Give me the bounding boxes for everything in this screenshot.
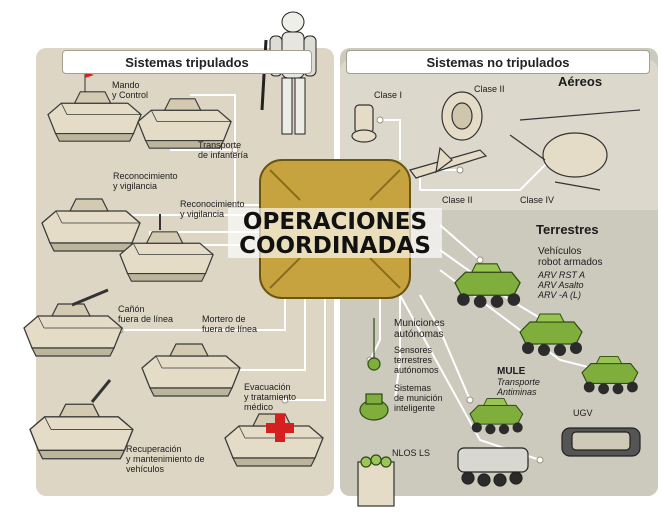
robot-ugv [561, 427, 641, 457]
vehicle-canon [23, 288, 123, 357]
label-arv-asalto: ARV Asalto [538, 280, 584, 290]
manned-systems-header: Sistemas tripulados [62, 50, 312, 74]
label-clase4: Clase IV [520, 195, 555, 205]
label-arv-l: ARV -A (L) [538, 290, 582, 300]
label-clase1: Clase I [374, 90, 403, 100]
label-nlos: NLOS LS [392, 448, 431, 458]
municion-inteligente [359, 393, 389, 421]
robot-mule-antiminas [457, 447, 529, 487]
aereos-title: Aéreos [558, 74, 603, 89]
label-mule: MULE [497, 366, 526, 377]
aerial-clase1 [351, 104, 377, 143]
center-title-line1: OPERACIONES [242, 209, 428, 235]
label-clase2-b: Clase II [442, 195, 473, 205]
aerial-clase2-fan [441, 91, 483, 141]
robot-mule-transporte [469, 398, 524, 435]
label-arv-rst: ARV RST A [538, 270, 586, 280]
nlos-ls-launcher [357, 454, 395, 507]
aerial-clase4-heli [509, 109, 641, 191]
unmanned-systems-header: Sistemas no tripulados [346, 50, 650, 74]
label-ugv: UGV [573, 408, 593, 418]
central-chip [228, 159, 442, 299]
vehicle-reconocimiento-1 [41, 198, 141, 252]
label-clase2-a: Clase II [474, 84, 505, 94]
robot-arv-l [581, 355, 639, 395]
center-title-line2: COORDINADAS [239, 233, 431, 259]
terrestres-title: Terrestres [536, 222, 599, 237]
robot-arv-asalto [519, 313, 583, 357]
vehicle-evacuacion [224, 413, 324, 467]
robot-arv-rst [454, 263, 521, 309]
aerial-clase2-plane [408, 146, 488, 179]
vehicle-mortero [141, 343, 241, 397]
vehicle-recuperacion [29, 379, 134, 460]
sensor-terrestre [367, 318, 381, 371]
vehicle-reconocimiento-2 [119, 214, 214, 282]
